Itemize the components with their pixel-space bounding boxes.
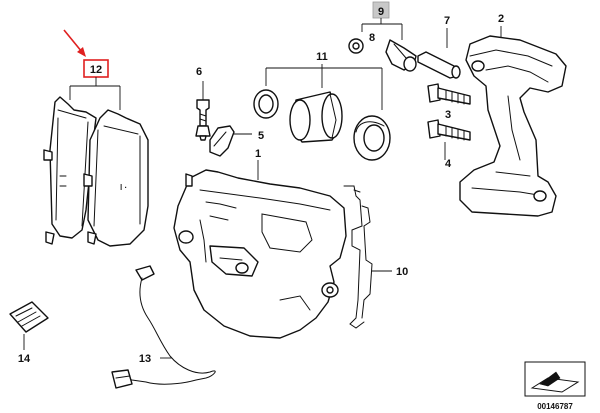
callout-2-label: 2 (498, 13, 504, 25)
dust-boot (353, 115, 391, 161)
callout-9-label: 9 (378, 6, 384, 18)
callout-2[interactable]: 2 (498, 13, 504, 25)
callout-4-label: 4 (445, 158, 452, 170)
callout-13[interactable]: 13 (139, 353, 151, 365)
anti-rattle-spring (343, 185, 373, 329)
grease-packet (9, 301, 49, 333)
callout-10[interactable]: 10 (396, 266, 408, 278)
caliper-housing (173, 169, 347, 339)
guide-bushing-sleeve (385, 39, 417, 72)
pad-wear-sensor (111, 265, 216, 389)
callout-3[interactable]: 3 (445, 109, 451, 121)
carrier-bolt-lower (427, 119, 471, 160)
highlight-arrow-icon (63, 29, 86, 57)
callout-3-label: 3 (445, 109, 451, 121)
pad-wear-mark: ǀ · (120, 183, 127, 192)
callout-5[interactable]: 5 (258, 130, 264, 142)
callout-12-leader (69, 77, 121, 110)
callout-6-label: 6 (196, 66, 202, 78)
callout-11-leader (265, 64, 383, 110)
callout-14[interactable]: 14 (18, 353, 31, 365)
callout-12[interactable]: 12 (83, 59, 109, 78)
callout-14-label: 14 (18, 353, 31, 365)
callout-12-label: 12 (90, 64, 102, 76)
callout-5-label: 5 (258, 130, 264, 142)
callout-9[interactable]: 9 (372, 1, 390, 19)
callout-8[interactable]: 8 (369, 32, 375, 44)
callout-1-label: 1 (255, 148, 261, 160)
guide-bushing-small (348, 38, 364, 54)
callout-10-label: 10 (396, 266, 408, 278)
callout-9-leader (361, 18, 403, 40)
callout-7-label: 7 (444, 15, 450, 27)
callout-13-label: 13 (139, 353, 151, 365)
piston-seal-ring (253, 89, 279, 119)
callout-11[interactable]: 11 (316, 51, 328, 63)
callout-11-label: 11 (316, 51, 328, 63)
caliper-carrier (459, 35, 567, 217)
brake-piston (289, 91, 343, 143)
wedge-icon (524, 361, 586, 397)
bleeder-screw (195, 99, 211, 141)
callout-6[interactable]: 6 (196, 66, 202, 78)
callout-8-label: 8 (369, 32, 375, 44)
callout-4[interactable]: 4 (445, 158, 452, 170)
callout-1[interactable]: 1 (255, 148, 261, 160)
callout-7[interactable]: 7 (444, 15, 450, 27)
carrier-bolt-upper (427, 83, 471, 105)
drawing-code: 00146787 (537, 402, 573, 411)
bleeder-cap (209, 125, 235, 157)
guide-pin (417, 51, 461, 79)
brake-pad-front: ǀ · (83, 109, 149, 247)
